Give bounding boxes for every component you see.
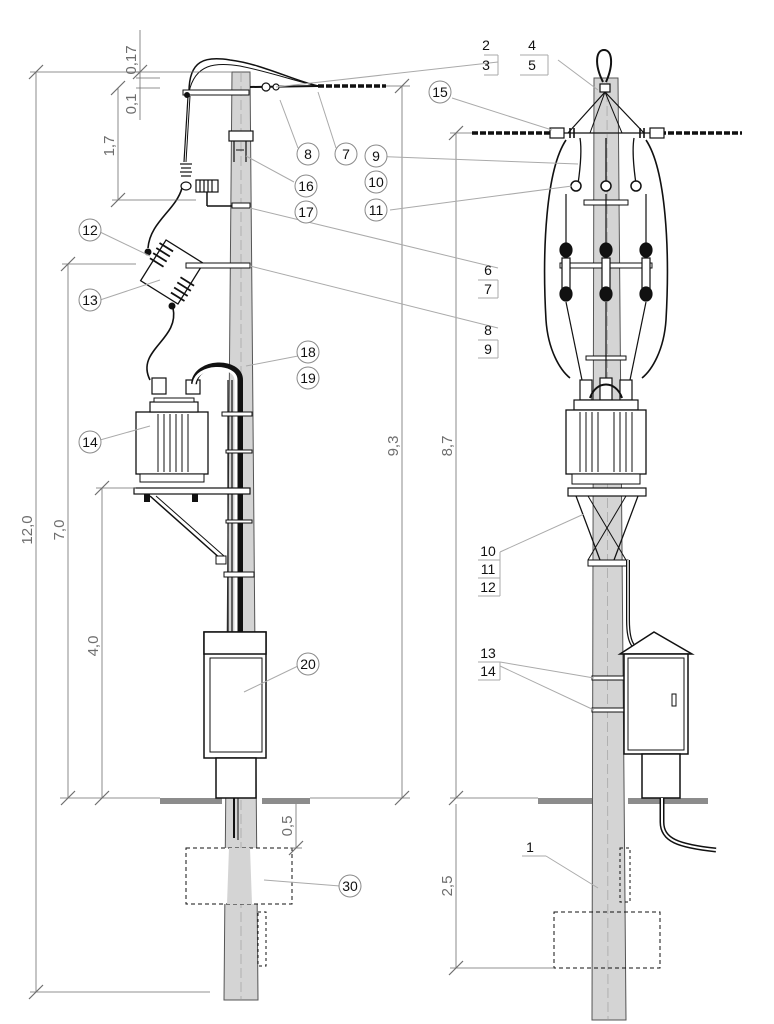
callout-14: 14 [82, 434, 98, 450]
callout-7-mid: 7 [484, 281, 492, 297]
callout-20: 20 [300, 656, 316, 672]
right-transformer [565, 409, 647, 475]
callout-15: 15 [432, 84, 448, 100]
dim-platform-height: 4,0 [85, 636, 102, 657]
dim-foundation-top: 0,5 [279, 816, 296, 837]
cutout [139, 239, 205, 305]
callout-labels: 2 3 4 5 15 8 7 16 17 9 10 11 12 13 6 7 8… [82, 37, 536, 894]
callout-30: 30 [342, 878, 358, 894]
leader-lines [99, 54, 599, 889]
dimension-lines [30, 30, 554, 993]
callout-13-box: 13 [480, 645, 496, 661]
callout-13: 13 [82, 292, 98, 308]
right-cabinet [623, 653, 689, 755]
right-pole [591, 77, 627, 1021]
dim-insulator-drop: 1,7 [101, 136, 118, 157]
dim-right-height: 8,7 [439, 436, 456, 457]
right-pole-view [472, 48, 742, 1021]
dimension-labels: 0,17 0,1 1,7 12,0 7,0 4,0 9,3 8,7 0,5 2,… [19, 45, 456, 896]
callout-5: 5 [528, 57, 536, 73]
callout-9-mid: 9 [484, 341, 492, 357]
left-pole-view [133, 57, 386, 1001]
callout-3: 3 [482, 57, 490, 73]
callout-9-right: 9 [372, 148, 380, 164]
arrester [195, 179, 219, 193]
right-cutouts [559, 194, 653, 381]
callout-12: 12 [82, 222, 98, 238]
dim-total-height: 12,0 [19, 515, 36, 544]
ground-lines [160, 798, 708, 804]
callout-18: 18 [300, 344, 316, 360]
dim-top-gap: 0,17 [123, 45, 140, 74]
callout-7-top: 7 [342, 146, 350, 162]
callout-circles [78, 80, 452, 898]
callout-1: 1 [526, 839, 534, 855]
dim-mid-height: 7,0 [51, 520, 68, 541]
dim-top-gap2: 0,1 [123, 94, 140, 115]
callout-19: 19 [300, 370, 316, 386]
dimension-ticks [28, 64, 464, 1000]
callout-16: 16 [298, 178, 314, 194]
callout-17: 17 [298, 204, 314, 220]
callout-6: 6 [484, 262, 492, 278]
callout-12-box: 12 [480, 579, 496, 595]
callout-10-right: 10 [368, 174, 384, 190]
dim-top-height: 9,3 [385, 436, 402, 457]
callout-11-right: 11 [369, 202, 384, 218]
insulator-chain [180, 163, 192, 177]
callout-8-top: 8 [304, 146, 312, 162]
callout-11-box: 11 [481, 561, 496, 577]
callout-10-box: 10 [480, 543, 496, 559]
left-transformer [135, 411, 209, 475]
callout-8-mid: 8 [484, 322, 492, 338]
callout-2: 2 [482, 37, 490, 53]
callout-4: 4 [528, 37, 536, 53]
callout-14-box: 14 [480, 663, 496, 679]
dim-burial-depth: 2,5 [439, 876, 456, 897]
